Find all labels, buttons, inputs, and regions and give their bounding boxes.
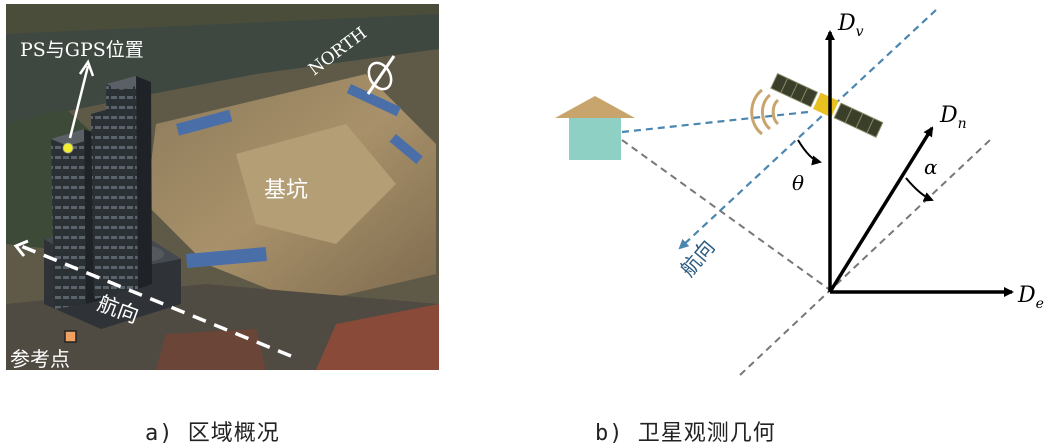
caption-panel-b: b) 卫星观测几何 (595, 421, 776, 446)
theta-angle-arc (797, 139, 822, 166)
gps-point-marker (62, 142, 74, 154)
aerial-image-panel: PS与GPS位置 NORTH 基坑 航向 参考点 (6, 4, 439, 371)
axis-dn-label: Dn (939, 103, 967, 132)
house-icon (555, 96, 635, 160)
reference-point-marker (64, 330, 77, 343)
gps-pointer-arrow (68, 65, 90, 139)
line-of-sight-dashed-line (621, 110, 809, 134)
axis-de-label: De (1017, 283, 1044, 312)
satellite-icon (770, 72, 884, 138)
alpha-angle-arc (905, 177, 934, 202)
caption-panel-a: a) 区域概况 (145, 421, 280, 446)
heading-direction-dashed-line (678, 9, 937, 250)
heading-label-b: 航向 (675, 235, 719, 281)
alpha-label: α (924, 155, 938, 179)
theta-label: θ (792, 171, 804, 195)
axis-dv-label: Dv (837, 11, 864, 40)
pit-label: 基坑 (264, 178, 308, 203)
signal-waves-icon (750, 88, 780, 136)
aerial-image: PS与GPS位置 NORTH 基坑 航向 参考点 (6, 4, 439, 371)
house-to-origin-dashed-line (621, 139, 831, 291)
reference-point-label: 参考点 (10, 347, 70, 370)
heading-arrowhead (13, 239, 29, 257)
diagonal-reference-dashed-line (739, 139, 991, 376)
geometry-diagram-panel: Dv De Dn α θ 航向 (540, 0, 1056, 380)
geometry-diagram: Dv De Dn α θ 航向 (555, 9, 1044, 376)
gps-pointer-arrowhead (78, 59, 95, 77)
heading-dashed-line (20, 244, 292, 358)
north-compass-icon (366, 55, 396, 95)
north-axis-dn (828, 126, 934, 293)
ps-gps-label: PS与GPS位置 (20, 39, 144, 61)
